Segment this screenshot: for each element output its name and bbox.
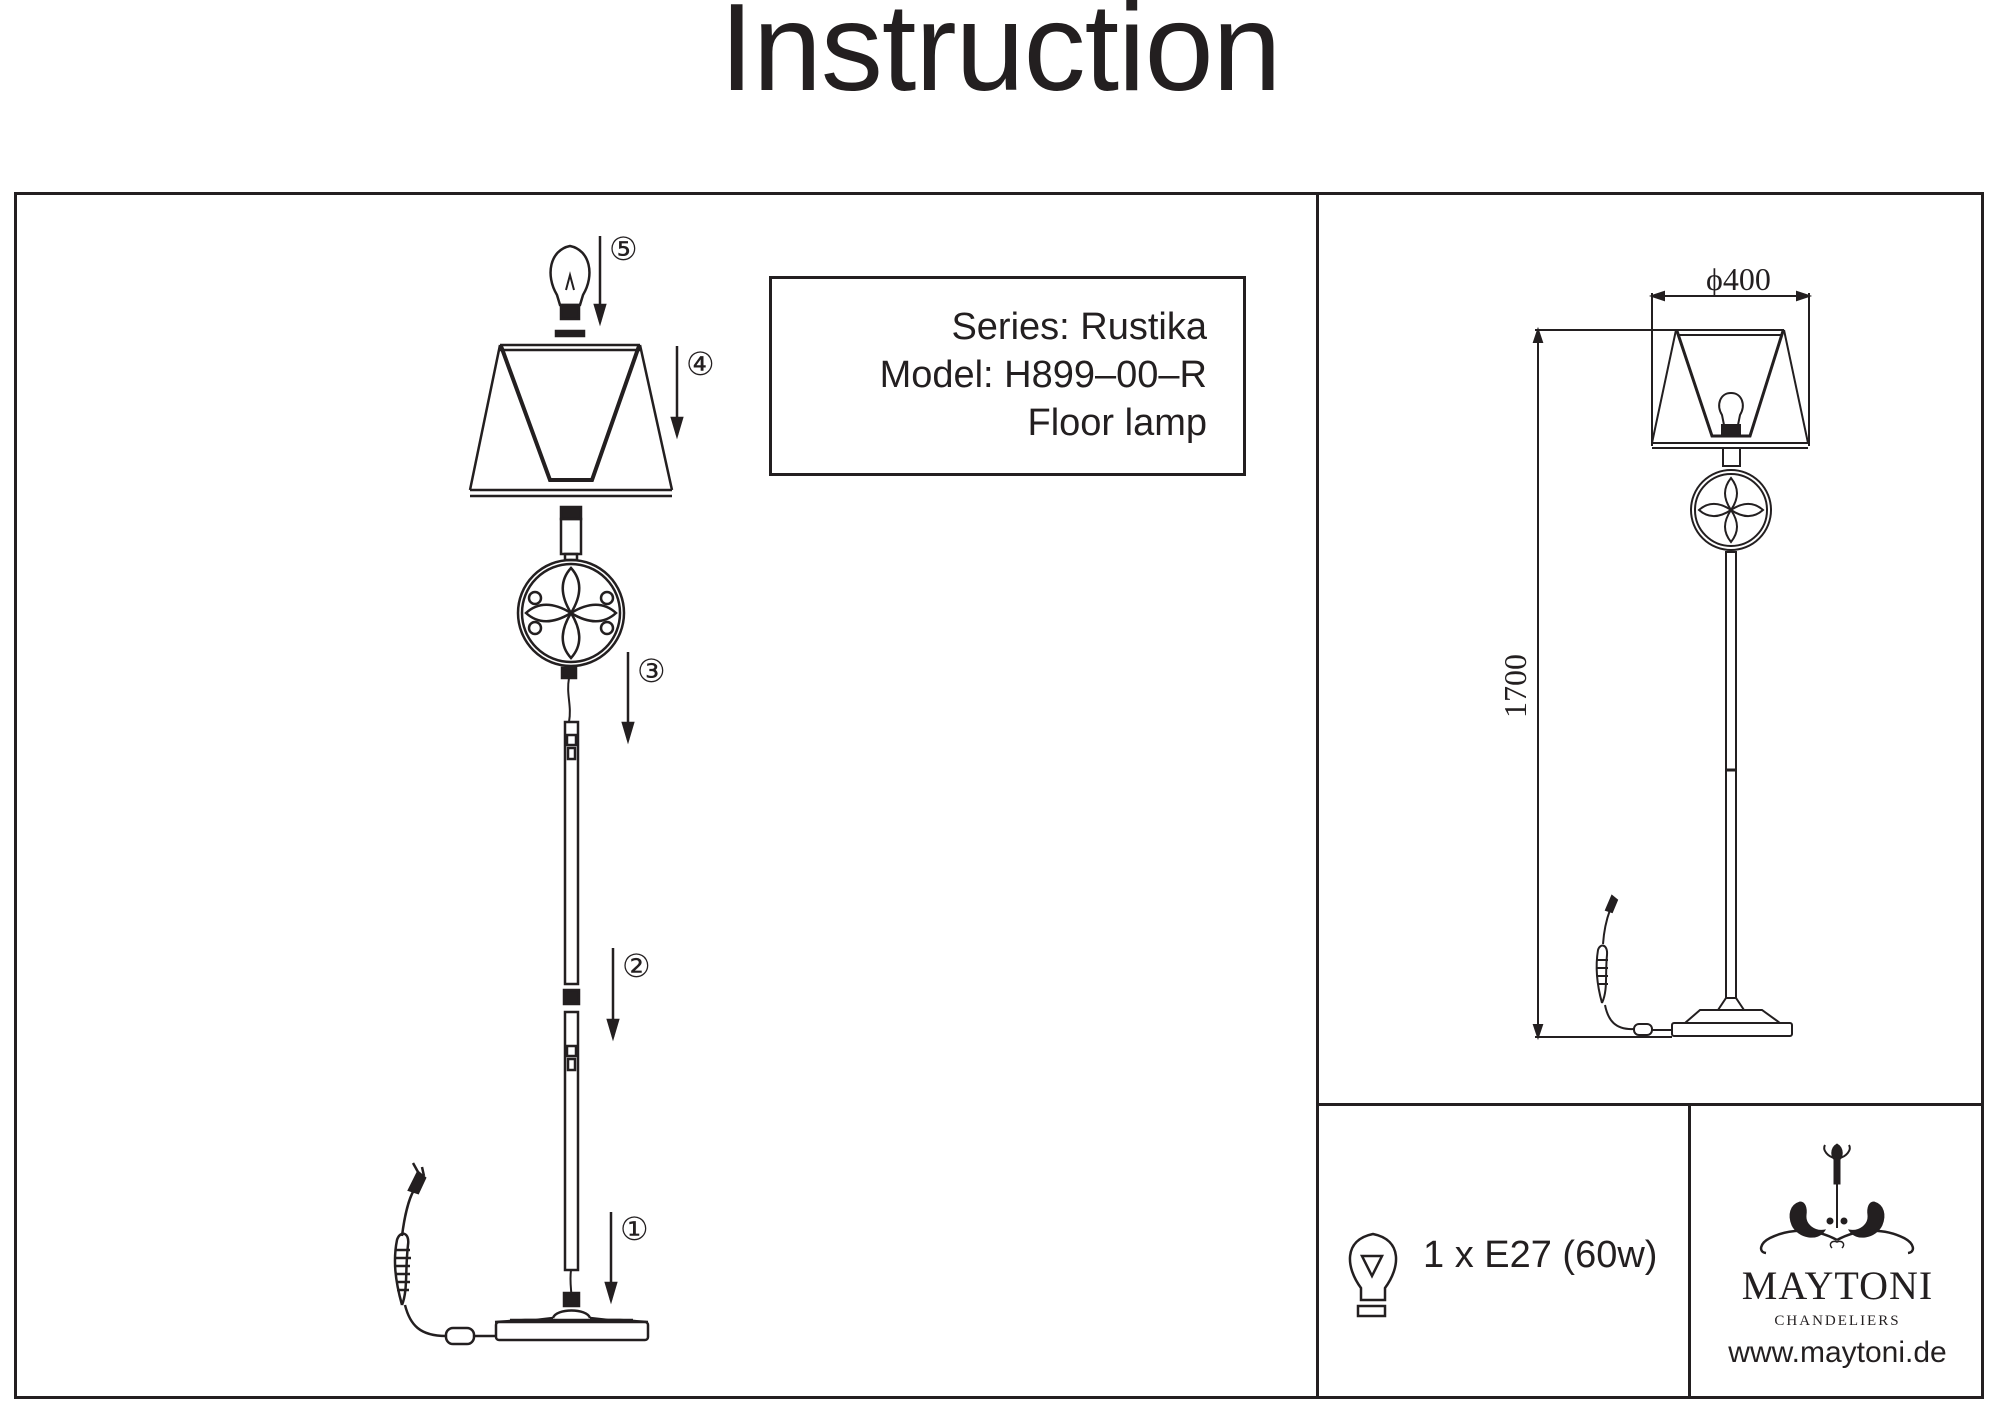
cord-front-view [1595, 894, 1672, 1036]
upper-stem-illustration [563, 720, 580, 986]
panel-divider-footer [1688, 1103, 1691, 1399]
product-info-box: Series: Rustika Model: H899–00–R Floor l… [769, 276, 1246, 476]
medallion-front-view [1690, 469, 1772, 551]
base-illustration [494, 1291, 650, 1342]
step-3-arrow [621, 652, 635, 745]
height-dimension-line [1532, 326, 1687, 1041]
product-series: Series: Rustika [951, 306, 1207, 348]
brand-subtitle: CHANDELIERS [1774, 1313, 1901, 1329]
diameter-dimension-line [1648, 290, 1813, 446]
step-2-arrow [606, 948, 620, 1042]
brand-website-link[interactable]: www.maytoni.de [1728, 1336, 1947, 1369]
product-model: Model: H899–00–R [879, 354, 1207, 396]
power-cord-illustration [393, 1162, 496, 1346]
lamp-shade-illustration [468, 343, 674, 498]
medallion-illustration [516, 558, 626, 668]
drawing-frame [14, 192, 1984, 1399]
step-5-arrow [593, 236, 607, 327]
panel-divider-horizontal [1316, 1103, 1984, 1106]
bulb-spec: 1 x E27 (60w) [1423, 1234, 1658, 1276]
step-4-arrow [670, 346, 684, 440]
light-bulb-illustration [549, 244, 591, 338]
step-1-arrow [604, 1212, 618, 1305]
panel-divider-vertical [1316, 192, 1319, 1399]
height-label: 1700 [1497, 654, 1533, 718]
document-title: Instruction [719, 0, 1281, 117]
brand-name: MAYTONI [1741, 1263, 1934, 1308]
product-type: Floor lamp [1027, 402, 1208, 444]
diameter-label: ϕ400 [1706, 261, 1771, 297]
stem-front-view [1671, 551, 1793, 1037]
lower-stem-illustration [563, 1010, 580, 1272]
